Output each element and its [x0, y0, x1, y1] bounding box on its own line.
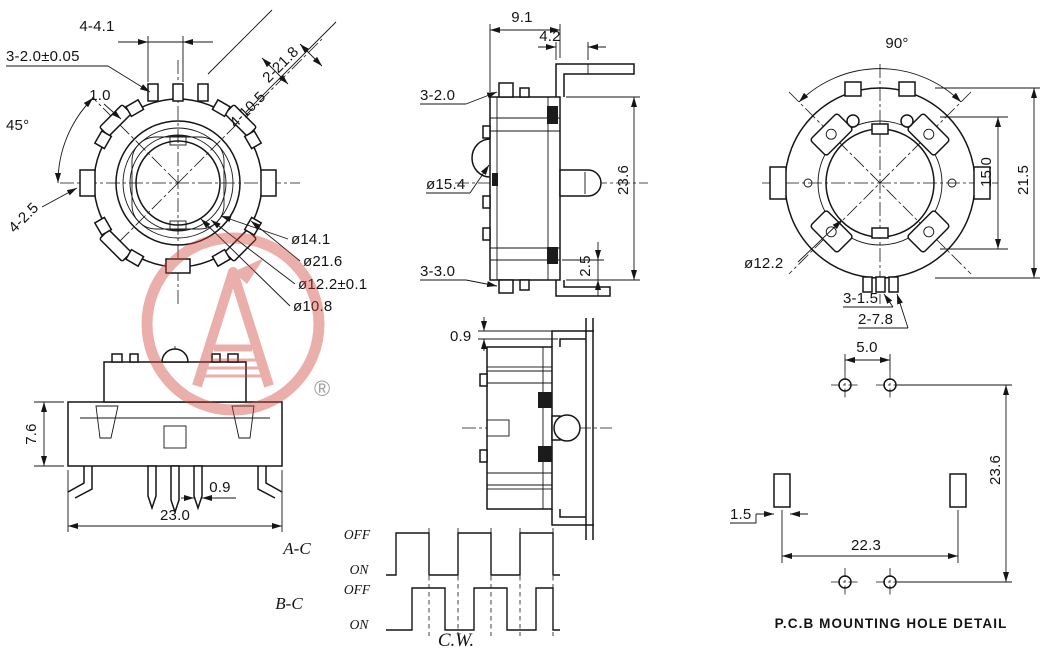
phase-b-waveform: [386, 587, 560, 631]
dim-plate-0-9: 0.9: [450, 317, 558, 351]
dim-label: ø12.2±0.1: [298, 276, 367, 293]
bottom-bracket: [551, 509, 594, 526]
dim-tab-span-7-8: 2-7.8: [858, 293, 909, 329]
top-bracket: [555, 63, 635, 97]
dim-top-terminals: 3-2.0: [420, 87, 498, 105]
dim-label: 3-3.0: [420, 263, 455, 280]
dim-label: 1.0: [89, 87, 110, 104]
dim-label: 23.0: [160, 507, 190, 524]
side-view: 9.1 4.2 3-2.0 ø15.4 23.6: [420, 9, 648, 297]
dim-hole-dia: ø12.2: [744, 219, 843, 272]
dim-label: 0.9: [209, 479, 230, 496]
pins: [147, 465, 203, 515]
dim-label: 3-2.0±0.05: [6, 48, 80, 65]
phase-a-off-label: OFF: [344, 527, 371, 542]
right-foot: [257, 466, 283, 499]
dim-label: 4-2.5: [5, 199, 42, 236]
dim-label: 3-1.5: [843, 290, 878, 307]
registered-mark: ®: [314, 376, 330, 401]
dim-label: 3-2.0: [420, 87, 455, 104]
pcb-detail-caption: P.C.B MOUNTING HOLE DETAIL: [775, 616, 1008, 631]
shaft: [559, 169, 602, 197]
dim-tab-1-5: 3-1.5: [843, 290, 894, 308]
dim-label: 2-7.8: [858, 311, 893, 328]
dim-label: 15.0: [978, 157, 995, 187]
front-view: 4-4.1 3-2.0±0.05 1.0 45° 2-21.8 4-10.5 4…: [5, 9, 367, 315]
dim-label: 0.9: [450, 328, 471, 345]
phase-a-waveform: [386, 532, 560, 576]
left-tab: [79, 169, 96, 197]
dim-label: 5.0: [856, 339, 877, 356]
phase-a-label: A-C: [282, 539, 311, 558]
dim-label: ø15.4: [426, 176, 465, 193]
dim-notch: 1.0: [89, 87, 122, 120]
dim-label: 21.5: [1015, 165, 1032, 195]
rotation-direction-label: C.W.: [438, 630, 474, 651]
mounting-pads: [810, 113, 950, 253]
dim-label: ø14.1: [291, 231, 330, 248]
shaft-end: [553, 414, 581, 442]
dim-label: 22.3: [851, 537, 881, 554]
dim-terminals: 3-2.0±0.05: [6, 48, 151, 93]
section-view: 0.9: [450, 317, 612, 540]
dim-pitch-5-0: 5.0: [844, 339, 891, 371]
dim-label: 90°: [885, 35, 908, 52]
dim-bushing-dia: ø15.4: [426, 164, 490, 194]
dim-label: 45°: [6, 117, 29, 134]
phase-b-off-label: OFF: [344, 582, 371, 597]
dim-bottom-terminals: 3-3.0: [420, 263, 498, 288]
left-foot: [67, 466, 93, 499]
dim-top-slots: 4-4.1: [79, 18, 213, 82]
top-terminals: [147, 83, 209, 102]
dim-pad-1-5: 1.5: [730, 506, 808, 524]
watermark-logo: ®: [141, 232, 330, 416]
dim-label: 23.6: [987, 455, 1004, 485]
phase-a-on-label: ON: [350, 562, 370, 577]
dim-angle-45: 45°: [6, 97, 94, 184]
dim-pad-span-15-0: 15.0: [940, 116, 1008, 250]
dim-label: ø10.8: [293, 298, 332, 315]
phase-b-on-label: ON: [350, 617, 370, 632]
phase-b-label: B-C: [275, 594, 303, 613]
diameter-callouts: ø14.1 ø21.6 ø12.2±0.1 ø10.8: [200, 215, 367, 315]
dim-label: ø21.6: [303, 253, 342, 270]
timing-diagram: A-C OFF ON B-C OFF ON C.W.: [275, 527, 560, 651]
dim-height-21-5: 21.5: [935, 87, 1040, 279]
dim-height-23-6: 23.6: [566, 96, 640, 281]
right-pad: [949, 473, 967, 508]
dim-height-7-6: 7.6: [23, 401, 64, 467]
dim-pin-0-9: 0.9: [181, 479, 236, 501]
dim-width-9-1: 9.1: [489, 9, 561, 92]
dim-height-23-6: 23.6: [897, 384, 1012, 583]
dim-label: 4.2: [539, 28, 560, 45]
bottom-view: 7.6 0.9 23.0: [23, 346, 283, 532]
bushing-profile: [471, 138, 491, 178]
dim-label: 7.6: [23, 423, 40, 444]
dim-side-tabs: 4-2.5: [5, 187, 78, 236]
dome: [161, 348, 189, 363]
dim-angle-90: 90°: [798, 35, 962, 103]
dim-label: 2.5: [577, 255, 594, 276]
pcb-detail: 5.0 23.6 22.3 1.5 P.C.B MOUNTING HOLE DE…: [730, 339, 1012, 631]
dim-bracket-4-2: 4.2: [538, 28, 606, 60]
right-tab: [260, 169, 277, 197]
dim-label: ø12.2: [744, 255, 783, 272]
dim-label: 1.5: [730, 506, 751, 523]
dim-label: 23.6: [615, 165, 632, 195]
body-castellations: [93, 98, 263, 274]
bottom-bracket: [555, 280, 611, 297]
dim-width-23-0: 23.0: [67, 470, 283, 532]
dim-span-22-3: 22.3: [781, 510, 959, 563]
pin-hole-marks: [831, 371, 904, 596]
dim-label: 4-4.1: [79, 18, 114, 35]
dim-label: 9.1: [511, 9, 532, 26]
left-pad: [773, 473, 791, 508]
dim-foot-2-5: 2.5: [562, 242, 604, 296]
rear-view: 90° 21.5 15.0 ø12.2 3-1.5 2-7.8: [744, 35, 1040, 329]
